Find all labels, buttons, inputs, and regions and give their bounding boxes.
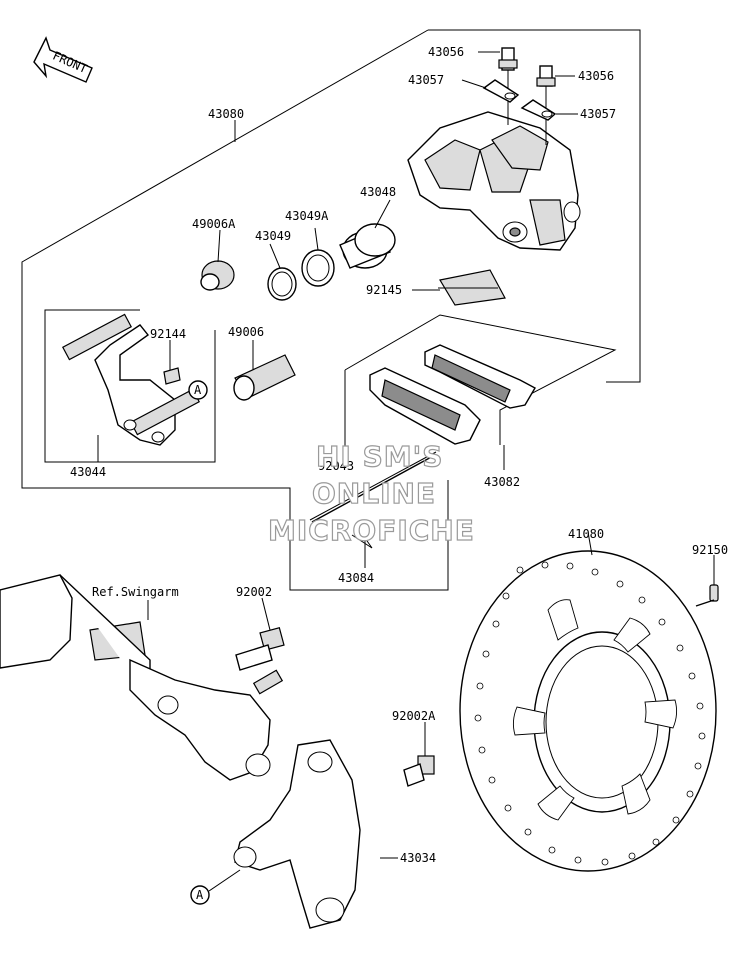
brake-disc bbox=[459, 550, 717, 872]
callout-92043: 92043 bbox=[318, 459, 354, 473]
brake-bracket-43034 bbox=[233, 739, 361, 929]
bleeder-cap-left bbox=[482, 79, 520, 103]
callout-43044: 43044 bbox=[70, 465, 106, 479]
boot-49006A bbox=[200, 260, 235, 291]
callout-92144: 92144 bbox=[150, 327, 186, 341]
bolt-92002A bbox=[403, 755, 435, 787]
watermark: HI SM'S ONLINE MICROFICHE bbox=[267, 439, 475, 547]
brake-pad-inner bbox=[369, 367, 481, 445]
caliper-assembly-outline bbox=[428, 29, 641, 383]
bleeder-valve-left bbox=[498, 47, 518, 125]
watermark-line-3: MICROFICHE bbox=[268, 514, 475, 547]
caliper-bracket bbox=[61, 313, 201, 446]
marker-a-lower: A bbox=[190, 885, 210, 905]
pad-clip-43084 bbox=[351, 529, 376, 549]
boot-49006 bbox=[233, 354, 296, 401]
bleeder-valve-right bbox=[536, 65, 556, 145]
watermark-line-2: ONLINE bbox=[312, 477, 436, 510]
pad-pin-92043 bbox=[309, 451, 437, 523]
swingarm-reference bbox=[0, 574, 151, 700]
pad-spring-92144 bbox=[163, 367, 181, 385]
callout-92150: 92150 bbox=[692, 543, 728, 557]
callout-43056-right: 43056 bbox=[578, 69, 614, 83]
callout-92145: 92145 bbox=[366, 283, 402, 297]
bolt-92002 bbox=[235, 626, 285, 671]
callout-41080: 41080 bbox=[568, 527, 604, 541]
callout-43057-right: 43057 bbox=[580, 107, 616, 121]
leader-lines bbox=[97, 51, 715, 859]
caliper-piston bbox=[339, 223, 396, 269]
callout-43049A: 43049A bbox=[285, 209, 329, 223]
watermark-line-1: HI SM'S bbox=[316, 440, 443, 473]
callout-43080: 43080 bbox=[208, 107, 244, 121]
piston-seal-43049A bbox=[301, 249, 335, 287]
callout-92002A: 92002A bbox=[392, 709, 436, 723]
disc-screw-92150 bbox=[695, 584, 719, 607]
pad-outline bbox=[344, 314, 617, 445]
callout-43057-left: 43057 bbox=[408, 73, 444, 87]
marker-a-upper: A bbox=[188, 380, 208, 400]
callout-labels: 43056 43056 43057 43057 43080 43048 4900… bbox=[70, 45, 728, 865]
callout-43056-top: 43056 bbox=[428, 45, 464, 59]
callout-49006: 49006 bbox=[228, 325, 264, 339]
front-direction-arrow: FRONT bbox=[33, 36, 93, 83]
caliper-assembly-outline-left bbox=[21, 29, 449, 591]
torque-arm-link bbox=[129, 658, 284, 781]
caliper-body bbox=[407, 111, 581, 251]
callout-49006A: 49006A bbox=[192, 217, 236, 231]
marker-a-upper-label: A bbox=[194, 383, 202, 397]
reference-swingarm-label: Ref.Swingarm bbox=[92, 585, 179, 599]
bracket-outline bbox=[44, 309, 216, 463]
callout-43034: 43034 bbox=[400, 851, 436, 865]
pad-spring-92145 bbox=[438, 269, 506, 306]
callout-43049: 43049 bbox=[255, 229, 291, 243]
piston-seal-43049 bbox=[267, 267, 297, 301]
bleeder-cap-right bbox=[520, 99, 557, 121]
callout-43082: 43082 bbox=[484, 475, 520, 489]
callout-43084: 43084 bbox=[338, 571, 374, 585]
callout-43048: 43048 bbox=[360, 185, 396, 199]
callout-92002: 92002 bbox=[236, 585, 272, 599]
brake-pad-outer bbox=[424, 344, 536, 409]
marker-a-lower-label: A bbox=[196, 888, 204, 902]
